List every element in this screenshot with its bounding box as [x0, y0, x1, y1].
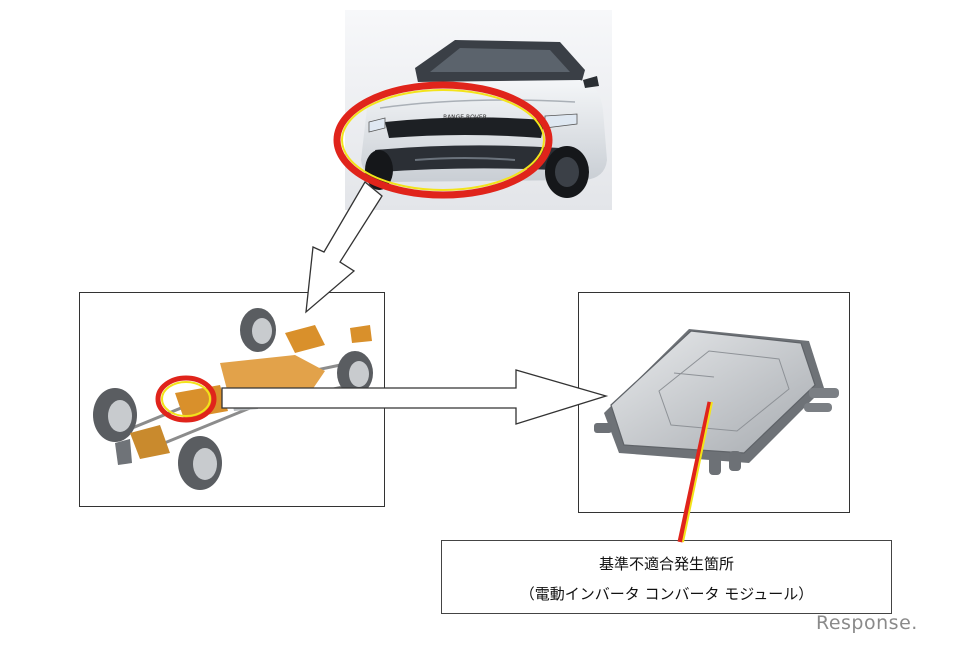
- vehicle-illustration: RANGE ROVER: [345, 10, 612, 210]
- inverter-module-panel: [578, 292, 850, 513]
- grille-badge-text: RANGE ROVER: [443, 114, 487, 121]
- rear-left-wheel: [240, 308, 276, 352]
- defect-location-label: 基準不適合発生箇所 （電動インバータ コンバータ モジュール）: [441, 540, 892, 614]
- response-watermark: Response.: [816, 612, 918, 634]
- vehicle-photo: RANGE ROVER: [345, 10, 612, 210]
- chassis-illustration: [93, 308, 373, 490]
- defect-location-title: 基準不適合発生箇所: [598, 555, 734, 573]
- rear-right-wheel: [337, 351, 373, 395]
- defect-location-subtitle: （電動インバータ コンバータ モジュール）: [519, 585, 814, 603]
- chassis-diagram-panel: [79, 292, 385, 507]
- front-right-wheel: [178, 436, 222, 490]
- front-left-wheel: [93, 388, 137, 442]
- inverter-module-illustration: [594, 329, 839, 475]
